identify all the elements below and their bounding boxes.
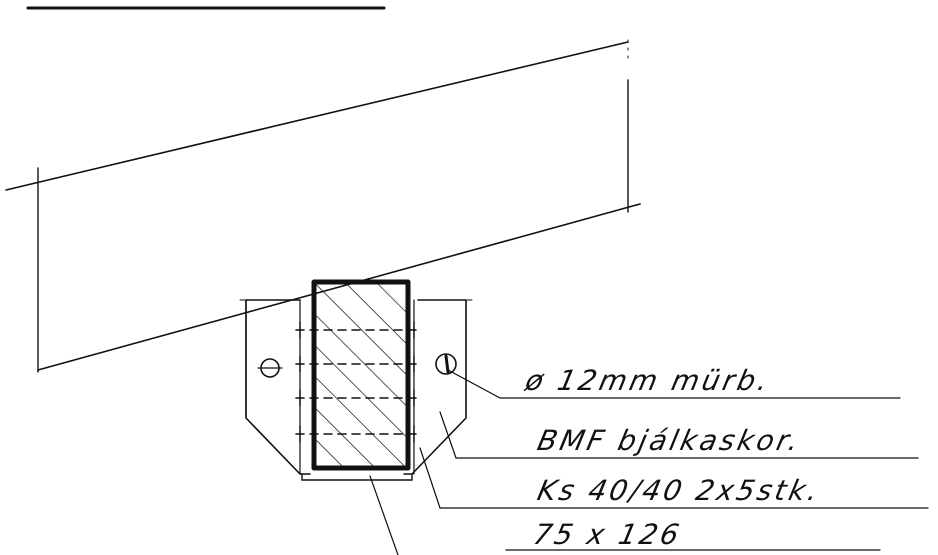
label-bolt: ø 12mm mürb. [522,364,774,397]
label-section: 75 x 126 [531,518,685,551]
leader-lines [369,369,929,555]
bolt-left [257,358,283,378]
timber-section [311,279,411,471]
label-shoe: BMF bjálkaskor. [535,424,805,457]
label-nails: Ks 40/40 2x5stk. [535,474,824,507]
bolt-right [435,353,457,375]
nails [295,321,417,443]
